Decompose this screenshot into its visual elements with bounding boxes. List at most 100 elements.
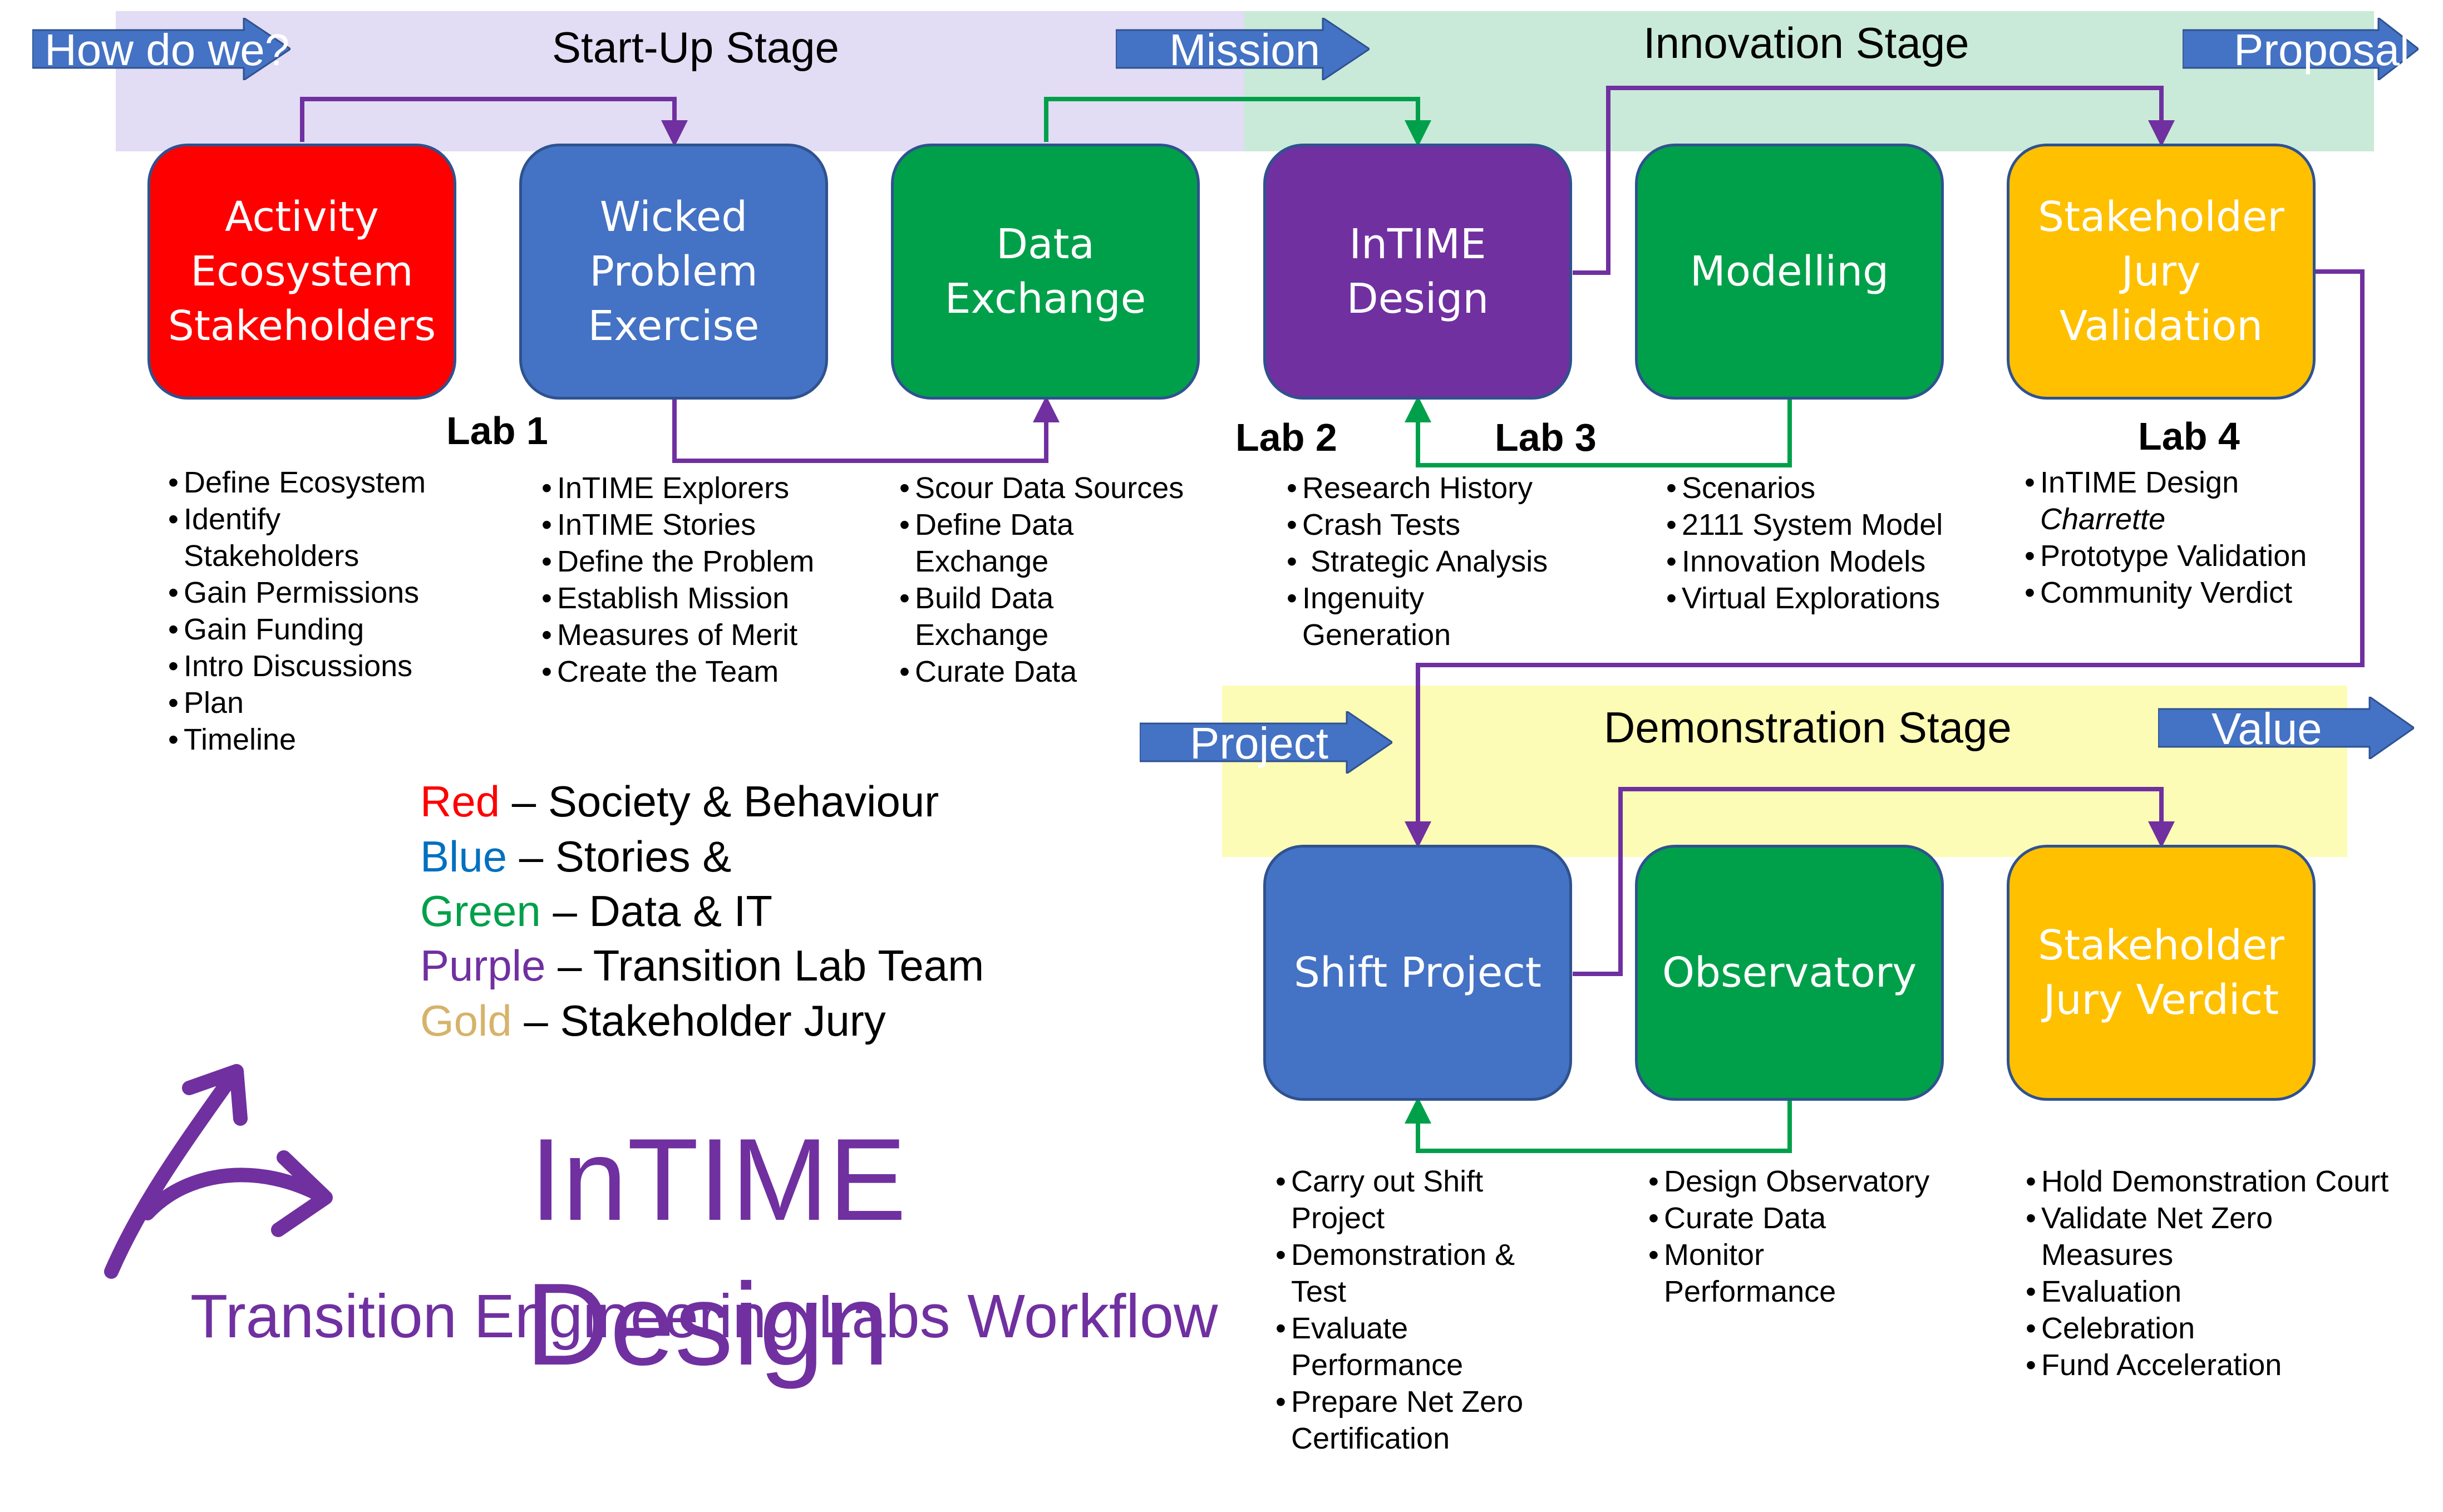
innovation-stage-title: Innovation Stage <box>1643 18 1969 67</box>
project-arrow: Project <box>1140 711 1392 774</box>
modelling-task-list: Scenarios 2111 System Model Innovation M… <box>1666 470 1943 617</box>
wicked-to-data-connector <box>672 396 1060 463</box>
project-label: Project <box>1190 718 1328 768</box>
list-item: Timeline <box>168 721 426 758</box>
jury-to-shift-connector <box>1405 269 2365 848</box>
how-do-we-arrow: How do we? <box>32 18 290 80</box>
startup-stage-title: Start-Up Stage <box>552 23 839 72</box>
list-item: Measures of Merit <box>541 617 814 653</box>
list-item: Prototype Validation <box>2025 538 2307 574</box>
value-arrow: Value <box>2158 697 2414 759</box>
activity-to-wicked-connector <box>300 97 688 147</box>
legend-text: – Data & IT <box>540 886 772 935</box>
list-item-continuation: Exchange <box>915 545 1049 578</box>
list-item: Prepare Net Zero <box>1275 1383 1523 1420</box>
legend-row-purple: Purple – Transition Lab Team <box>420 940 984 991</box>
list-item-continuation: Performance <box>1664 1275 1836 1308</box>
list-item: Evaluate <box>1275 1310 1523 1347</box>
legend-row-gold: Gold – Stakeholder Jury <box>420 996 886 1046</box>
list-item: InTIME Stories <box>541 506 814 543</box>
list-item: Gain Funding <box>168 611 426 648</box>
stakeholder-jury-validation-box: Stakeholder Jury Validation <box>2007 144 2316 400</box>
title-line-1: InTIME <box>530 1114 907 1245</box>
legend-row-blue: Blue – Stories & <box>420 831 731 882</box>
list-item-continuation: Measures <box>2041 1238 2174 1272</box>
legend-text: – Stakeholder Jury <box>511 996 886 1045</box>
list-item: Strategic Analysis <box>1287 543 1548 580</box>
legend-key: Purple <box>420 941 546 990</box>
stakeholder-jury-verdict-box: Stakeholder Jury Verdict <box>2007 845 2316 1101</box>
observatory-task-list: Design Observatory Curate Data Monitor P… <box>1648 1163 1929 1310</box>
list-item: Validate Net Zero <box>2026 1200 2388 1237</box>
shift-to-verdict-connector <box>1573 787 2175 976</box>
intime-design-title: InTIME Design <box>525 1119 907 1386</box>
list-item: Community Verdict <box>2025 574 2307 611</box>
list-item: Define Ecosystem <box>168 464 426 501</box>
how-do-we-label: How do we? <box>45 25 290 75</box>
list-item: Plan <box>168 684 426 721</box>
intime-to-jury-connector <box>1573 86 2175 275</box>
proposal-arrow: Proposal <box>2183 18 2419 80</box>
mission-label: Mission <box>1169 25 1321 75</box>
value-label: Value <box>2211 704 2322 753</box>
list-item: Scour Data Sources <box>899 470 1184 506</box>
list-item-continuation: Generation <box>1302 618 1451 652</box>
legend-row-red: Red – Society & Behaviour <box>420 776 939 827</box>
list-item: Ingenuity <box>1287 580 1548 617</box>
list-item: Curate Data <box>899 653 1184 690</box>
mission-arrow: Mission <box>1116 18 1370 80</box>
list-item: 2111 System Model <box>1666 506 1943 543</box>
list-item: InTIME Design <box>2025 464 2307 501</box>
list-item: Identify <box>168 501 426 538</box>
list-item: Scenarios <box>1666 470 1943 506</box>
list-item: Build Data <box>899 580 1184 617</box>
intime-design-box: InTIME Design <box>1263 144 1572 400</box>
lab-3-label: Lab 3 <box>1495 416 1597 459</box>
list-item: Research History <box>1287 470 1548 506</box>
wicked-task-list: InTIME Explorers InTIME Stories Define t… <box>541 470 814 690</box>
list-item: Virtual Explorations <box>1666 580 1943 617</box>
data-to-intime-connector <box>1044 97 1431 147</box>
list-item: Create the Team <box>541 653 814 690</box>
workflow-subtitle: Transition Engineering Labs Workflow <box>190 1282 1218 1351</box>
intime-logo-arrow-icon <box>104 1064 333 1279</box>
list-item: Curate Data <box>1648 1200 1929 1237</box>
jury-task-list: InTIME Design Charrette Prototype Valida… <box>2025 464 2307 611</box>
list-item-continuation: Test <box>1291 1275 1347 1308</box>
list-item: Crash Tests <box>1287 506 1548 543</box>
list-item: Celebration <box>2026 1310 2388 1347</box>
lab-4-label: Lab 4 <box>2138 415 2240 458</box>
list-item-continuation: Performance <box>1291 1348 1464 1382</box>
list-item: Define the Problem <box>541 543 814 580</box>
list-item-continuation: Stakeholders <box>184 539 359 573</box>
list-item-continuation: Exchange <box>915 618 1049 652</box>
list-item: Innovation Models <box>1666 543 1943 580</box>
list-item: Establish Mission <box>541 580 814 617</box>
legend-key: Red <box>420 777 500 826</box>
lab-1-label: Lab 1 <box>446 409 548 452</box>
wicked-problem-box: Wicked Problem Exercise <box>519 144 828 400</box>
legend-row-green: Green – Data & IT <box>420 886 772 937</box>
list-item-continuation: Certification <box>1291 1422 1450 1455</box>
list-item: Fund Acceleration <box>2026 1347 2388 1383</box>
legend-text: – Stories & <box>507 832 732 881</box>
observatory-to-shift-connector <box>1405 1097 1792 1153</box>
legend-text: – Transition Lab Team <box>545 941 984 990</box>
verdict-task-list: Hold Demonstration Court Validate Net Ze… <box>2026 1163 2388 1383</box>
intime-task-list: Research History Crash Tests Strategic A… <box>1287 470 1548 653</box>
list-item-continuation: Charrette <box>2040 503 2166 536</box>
legend-key: Gold <box>420 996 512 1045</box>
list-item: Intro Discussions <box>168 648 426 684</box>
observatory-box: Observatory <box>1635 845 1944 1101</box>
list-item: InTIME Explorers <box>541 470 814 506</box>
list-item: Monitor <box>1648 1237 1929 1273</box>
list-item: Carry out Shift <box>1275 1163 1523 1200</box>
data-task-list: Scour Data Sources Define Data Exchange … <box>899 470 1184 690</box>
list-item-continuation: Project <box>1291 1201 1385 1235</box>
shift-task-list: Carry out Shift Project Demonstration & … <box>1275 1163 1523 1457</box>
title-line-2: Design <box>525 1259 889 1390</box>
data-exchange-box: Data Exchange <box>891 144 1200 400</box>
modelling-to-intime-connector <box>1405 396 1792 467</box>
list-item: Evaluation <box>2026 1273 2388 1310</box>
